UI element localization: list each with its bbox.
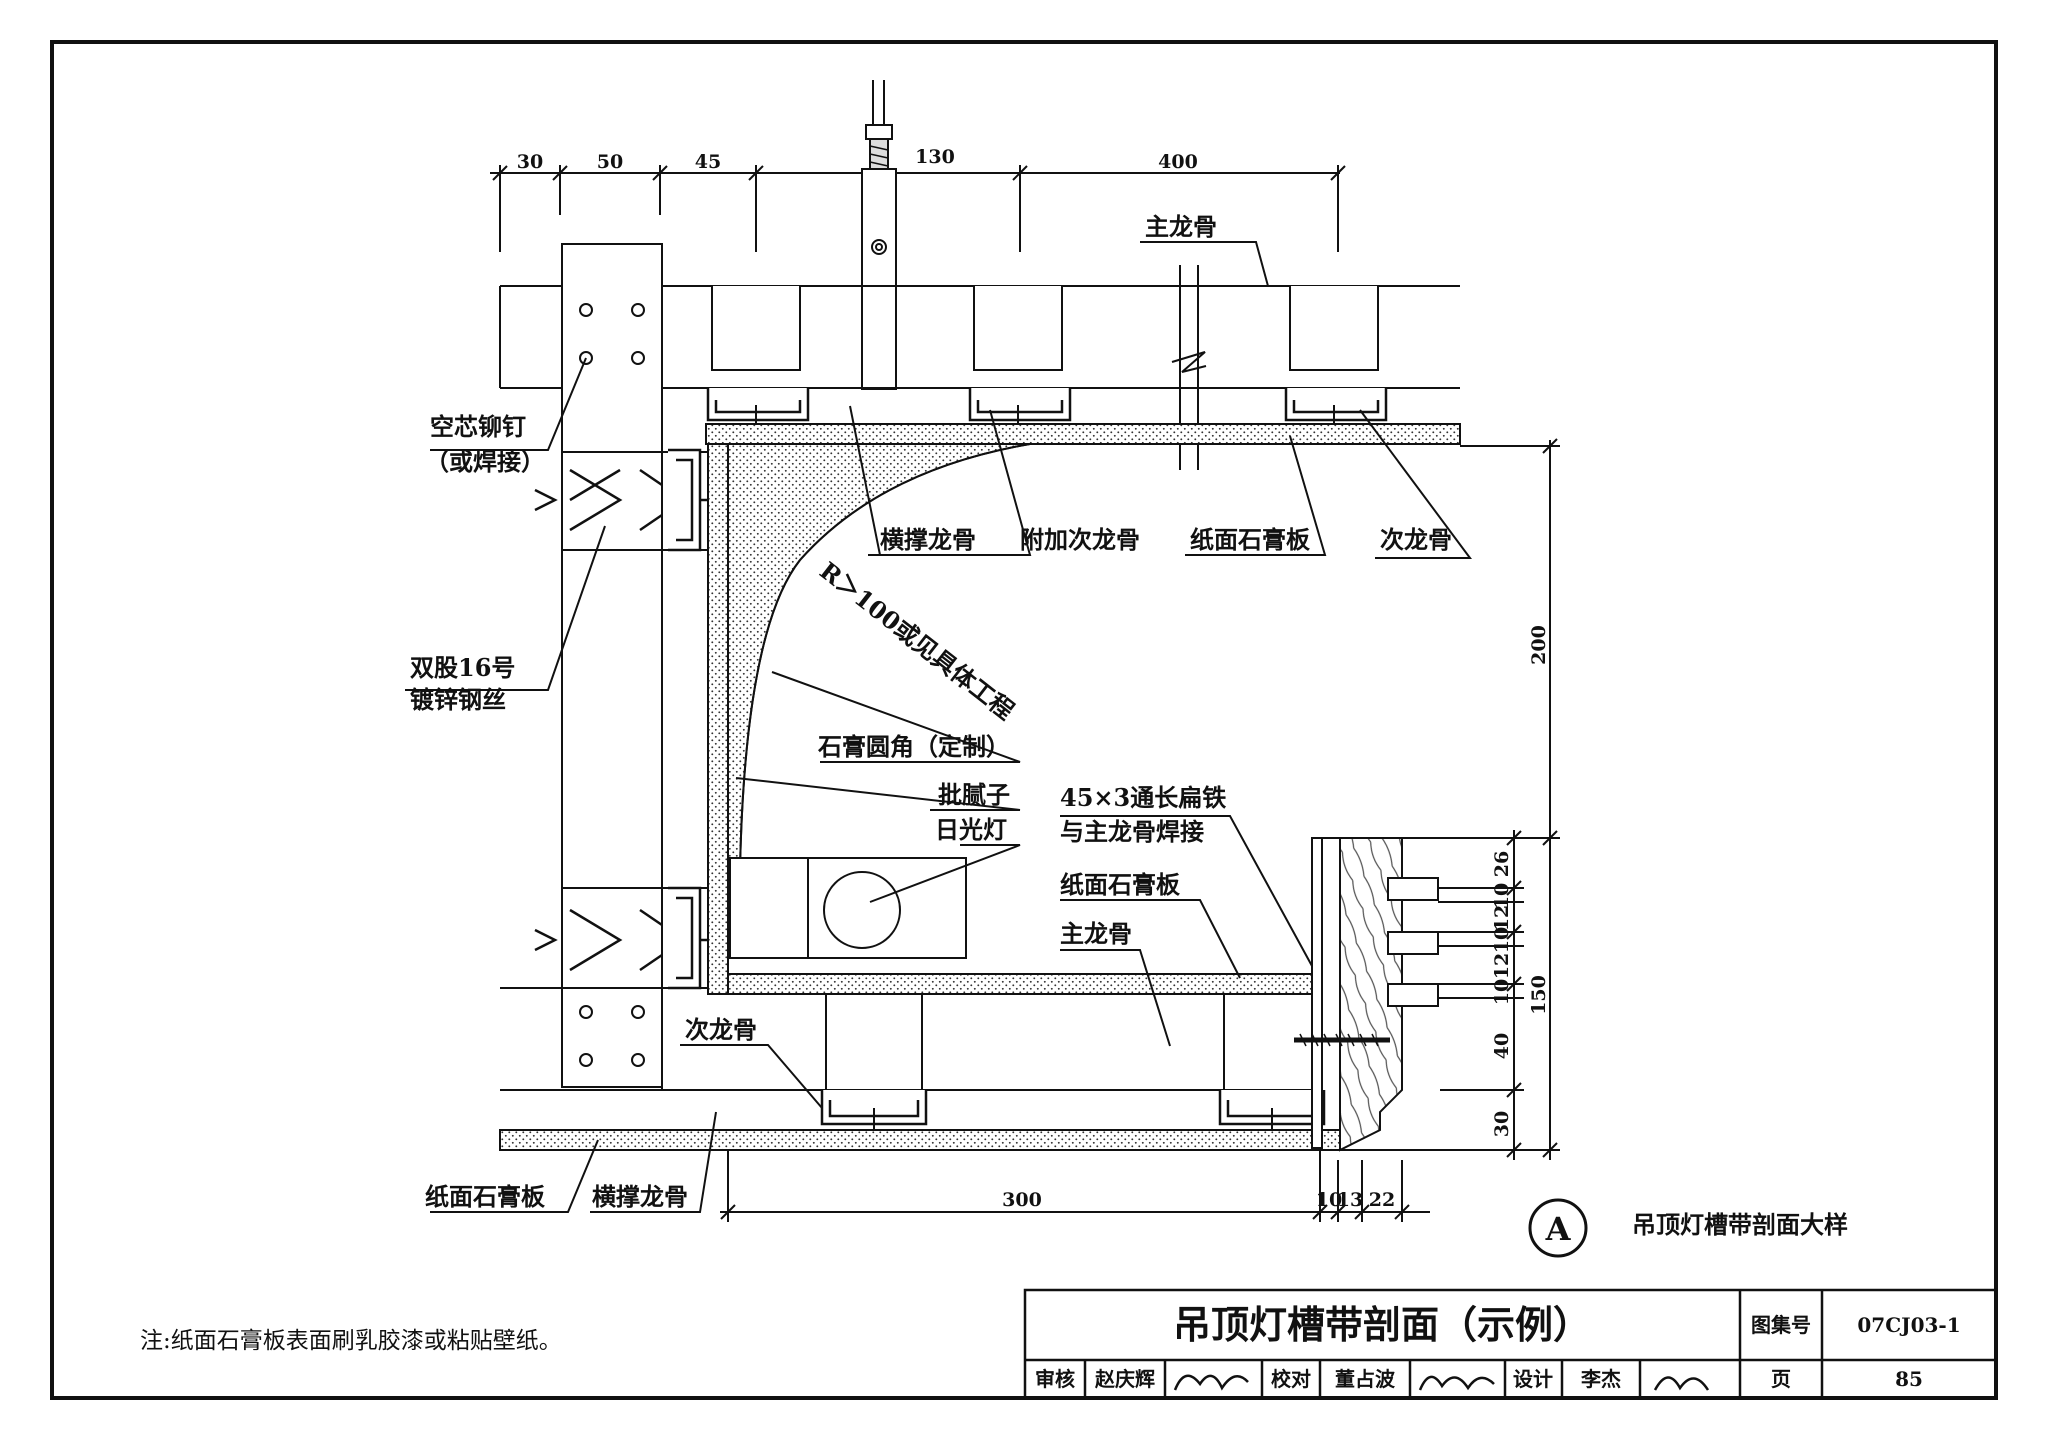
gypsum-board-top [705,423,1461,445]
label-main-runner-top: 主龙骨 [1145,212,1217,241]
dim-50-top: 50 [597,151,623,173]
label-gypsum-corner: 石膏圆角（定制） [817,732,1010,761]
label-double-wire-2: 镀锌钢丝 [410,685,506,714]
review-label: 审核 [1035,1367,1075,1391]
label-double-wire-1: 双股16号 [410,653,515,682]
label-fluorescent: 日光灯 [935,815,1007,844]
fluorescent-lamp [729,857,967,959]
dim-30-right: 30 [1491,1111,1513,1137]
detail-mark-circle [1528,1198,1588,1258]
detail-caption: 吊顶灯槽带剖面大样 [1632,1210,1848,1239]
dim-150-right: 150 [1528,975,1550,1015]
secondary-runners-top [706,286,1388,436]
label-flat-iron-1: 45×3通长扁铁 [1060,783,1226,812]
check-label: 校对 [1271,1367,1311,1391]
designer-name: 李杰 [1580,1367,1621,1391]
dim-130-top: 130 [915,146,955,168]
dim-26-right: 26 [1491,851,1513,877]
bottom-dimension-chain [720,1150,1430,1222]
wood-fascia [1294,837,1439,1152]
label-flat-iron-2: 与主龙骨焊接 [1060,817,1204,846]
dim-10-bottom: 10 [1316,1189,1342,1211]
checker-name: 董占波 [1335,1367,1396,1391]
drawing-note: 注:纸面石膏板表面刷乳胶漆或粘贴壁纸。 [140,1328,562,1354]
page-label: 页 [1771,1367,1791,1391]
design-label: 设计 [1513,1367,1553,1391]
label-putty: 批腻子 [938,780,1010,809]
dim-400-top: 400 [1158,151,1198,173]
atlas-label: 图集号 [1751,1313,1811,1337]
dim-13-bottom: 13 [1337,1189,1363,1211]
dim-40-right: 40 [1491,1033,1513,1059]
leader-lines [405,241,1472,1213]
hanger-rod [861,80,897,390]
label-radius: R＞100或见具体工程 [814,556,1019,725]
dim-22-bottom: 22 [1369,1189,1395,1211]
gypsum-corner-inner-edge [739,443,1031,871]
main-runner-bottom [500,993,1326,1132]
gypsum-board-bottom [499,1129,1341,1151]
gypsum-board-trough-bottom [727,973,1321,995]
label-hollow-rivet-1: 空芯铆钉 [430,412,526,441]
label-secondary-runner-bottom: 次龙骨 [685,1015,757,1044]
dim-10a-right: 10 [1491,883,1513,909]
reviewer-name: 赵庆辉 [1094,1367,1155,1391]
dim-12a-right: 12 [1491,905,1513,931]
dim-12b-right: 12 [1491,953,1513,979]
label-secondary-runner-top: 次龙骨 [1380,525,1452,554]
label-main-runner-mid: 主龙骨 [1060,919,1132,948]
gypsum-board-left [707,443,729,995]
designer-signature [1653,1376,1710,1391]
label-hollow-rivet-2: （或焊接） [425,447,545,476]
label-gypsum-board-bottom: 纸面石膏板 [425,1182,546,1211]
reviewer-signature [1173,1374,1249,1391]
dim-200-right: 200 [1528,625,1550,665]
page-number: 85 [1895,1367,1923,1391]
title-block-title: 吊顶灯槽带剖面（示例） [1173,1302,1591,1347]
checker-signature [1418,1375,1495,1391]
dim-30-top: 30 [517,151,543,173]
right-dimension-chain [1330,438,1560,1160]
dim-300-bottom: 300 [1002,1189,1042,1211]
double-wire-ties [534,468,663,972]
dim-10c-right: 10 [1491,979,1513,1005]
label-cross-runner: 横撑龙骨 [880,525,976,554]
detail-mark-letter: A [1545,1210,1572,1248]
label-extra-secondary: 附加次龙骨 [1020,525,1140,554]
atlas-number: 07CJ03-1 [1857,1313,1960,1337]
label-cross-runner-bottom: 横撑龙骨 [592,1182,688,1211]
top-dimension-chain [490,165,1346,252]
label-gypsum-board-top: 纸面石膏板 [1190,525,1311,554]
title-block-grid [1023,1288,1998,1400]
label-gypsum-board-mid: 纸面石膏板 [1060,870,1181,899]
dim-10b-right: 10 [1491,927,1513,953]
dim-45-top: 45 [695,151,721,173]
left-vertical-stud [500,243,710,1090]
